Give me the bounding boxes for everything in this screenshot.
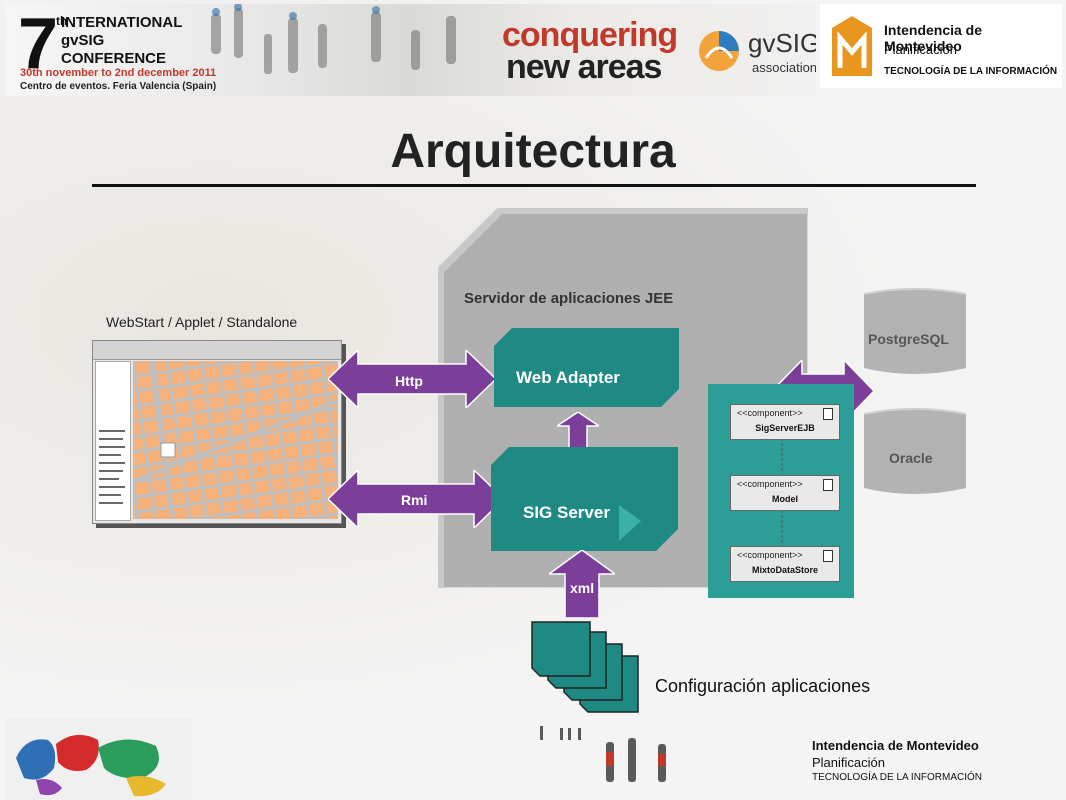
client-map-screenshot [92,340,342,524]
logo-org-name: Intendencia de Montevideo [884,22,983,54]
client-window-toolbar [93,341,341,360]
miniature-figures-image [211,4,456,74]
config-label: Configuración aplicaciones [655,676,871,696]
banner-dates: 30th november to 2nd december 2011 [20,67,217,79]
rmi-arrow [328,470,504,528]
postgresql-label: PostgreSQL [868,331,949,347]
component-icon [823,408,833,420]
footer-dept: Planificación [812,755,885,770]
legend-items-image [99,430,125,504]
component-stereotype: <<component>> [737,550,803,560]
oracle-database-icon [864,408,966,494]
component-mixtodatastore: <<component>> MixtoDataStore [730,546,840,582]
slide-title: Arquitectura [390,125,676,178]
server-label: Servidor de aplicaciones JEE [464,290,674,307]
footer-org-name: Intendencia de Montevideo [812,738,979,753]
rmi-label: Rmi [401,492,428,508]
http-arrow [328,350,496,408]
banner-superscript: th [56,14,68,28]
component-icon [823,479,833,491]
component-connectors [781,438,783,546]
logo-division: TECNOLOGÍA DE LA INFORMACIÓN [884,66,1058,77]
client-legend-panel [95,361,131,521]
component-sigserverejb: <<component>> SigServerEJB [730,404,840,440]
component-name: Model [772,494,798,504]
slogan-line1: conquering [502,16,678,54]
web-adapter-box [494,328,679,407]
component-model: <<component>> Model [730,475,840,511]
banner-number: 7 [18,4,59,84]
gvsig-association-logo-icon [699,31,739,71]
component-name: MixtoDataStore [751,565,818,575]
banner-line3: CONFERENCE [61,50,167,67]
client-map-canvas [133,361,338,519]
banner-line1: INTERNATIONAL [61,14,183,31]
xml-label: xml [570,580,595,596]
gvsig-association-name: gvSIG [748,28,816,58]
component-stereotype: <<component>> [737,408,803,418]
xml-arrow [549,550,615,618]
city-blocks-image [133,361,338,519]
component-name: SigServerEJB [755,423,815,433]
banner-conference-name: INTERNATIONAL gvSIG CONFERENCE [61,14,182,68]
footer-figures-image [540,726,666,782]
postgresql-database-icon [864,288,966,374]
footer-division: TECNOLOGÍA DE LA INFORMACIÓN [812,772,983,783]
conference-banner: 7 th INTERNATIONAL gvSIG CONFERENCE 30th… [6,4,816,96]
component-icon [823,550,833,562]
gvsig-association-subtitle: association [752,60,816,75]
web-adapter-label: Web Adapter [516,368,620,387]
footer-world-map-image [6,718,192,800]
client-label: WebStart / Applet / Standalone [106,314,298,330]
title-rule [92,184,976,187]
http-label: Http [395,373,423,389]
intendencia-logo: Intendencia de Montevideo Planificación … [820,4,1062,88]
banner-line2: gvSIG [61,32,105,49]
sig-server-label: SIG Server [523,503,610,522]
slogan-line2: new areas [506,48,662,86]
sig-server-box [491,447,678,551]
logo-dept: Planificación [884,42,957,57]
component-stereotype: <<component>> [737,479,803,489]
banner-venue: Centro de eventos. Feria Valencia (Spain… [20,81,217,92]
intendencia-m-icon [832,16,872,76]
oracle-label: Oracle [889,450,933,466]
config-documents-icon [531,621,639,713]
